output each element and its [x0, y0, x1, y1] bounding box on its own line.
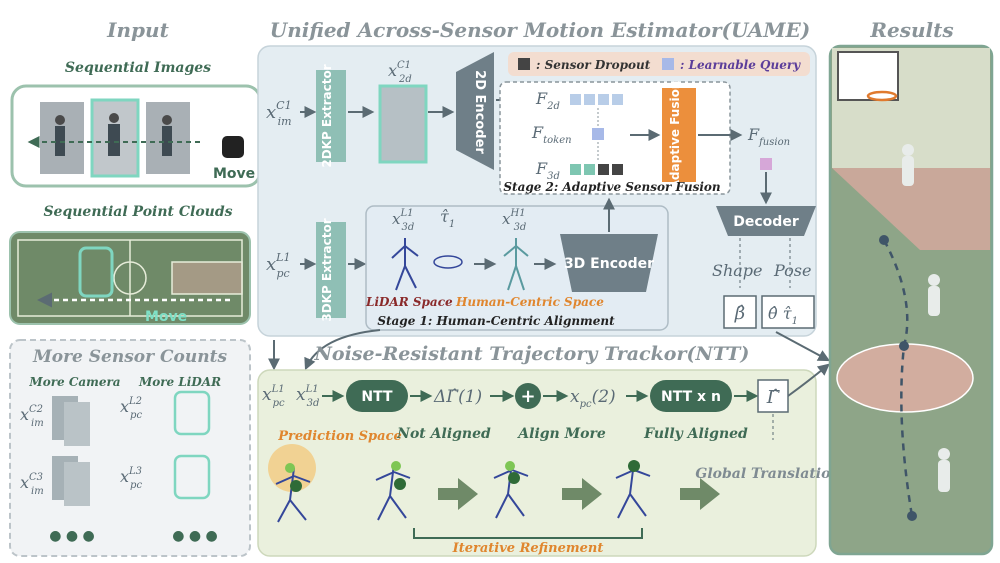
align-more-label: Align More — [516, 426, 606, 442]
refine-arrow-3 — [680, 478, 720, 510]
court-lines — [17, 239, 243, 317]
image-frames — [40, 98, 190, 178]
ntt-n-block — [650, 380, 732, 412]
iterative-bracket — [413, 528, 643, 539]
f-2d-symbol: F2d — [535, 89, 560, 112]
more-lidar-label: More LiDAR — [138, 375, 221, 389]
prediction-point-2 — [391, 461, 401, 471]
person-highlight-box — [78, 246, 114, 298]
extra-camera-images — [52, 396, 90, 506]
beta-output-box — [723, 295, 757, 329]
global-translation-label: Global Translation — [695, 466, 840, 482]
lidar-space-label: LiDAR Space — [365, 295, 453, 309]
f-token-symbol: Ftoken — [531, 123, 572, 146]
ntt-block — [346, 380, 408, 412]
f-fusion-symbol: Ffusion — [747, 125, 790, 148]
human-centric-space-label: Human-Centric Space — [455, 295, 604, 309]
3dkp-extractor-label: 3DKP Extractor — [320, 218, 334, 321]
adaptive-fusion-block — [662, 88, 696, 182]
iterative-refinement-label: Iterative Refinement — [452, 541, 604, 556]
court-key-area — [832, 168, 990, 250]
arrow-gamma-to-results — [787, 363, 830, 397]
prediction-point-3 — [505, 461, 515, 471]
basketball-hoop — [866, 90, 898, 102]
not-aligned-label: Not Aligned — [396, 426, 491, 442]
sequential-images-label: Sequential Images — [65, 60, 211, 76]
target-point-1 — [290, 480, 302, 492]
input-header: Input — [106, 18, 169, 42]
stage1-label: Stage 1: Human-Centric Alignment — [377, 314, 615, 328]
sensor-dropout-icon — [518, 58, 530, 70]
2d-encoder-block — [456, 52, 494, 170]
more-sensors-panel — [9, 339, 251, 557]
2dkp-extractor-block — [316, 70, 346, 162]
tau-1-symbol: τ̂1 — [440, 207, 455, 230]
feature-token-cubes — [570, 94, 623, 175]
move-label-points: Move — [145, 309, 187, 325]
decoder-label: Decoder — [733, 214, 799, 230]
arrow-stage1-to-ntt — [304, 329, 381, 371]
fusion-token-cube — [760, 158, 772, 170]
learnable-query-icon — [662, 58, 674, 70]
legend-dropout-text: : Sensor Dropout — [536, 58, 651, 72]
camera-icon — [222, 136, 244, 158]
2d-keypoint-image — [378, 84, 428, 164]
3d-encoder-block — [560, 234, 658, 292]
aligned-point — [628, 460, 640, 472]
x-pc-2-symbol: xpc(2) — [570, 387, 616, 410]
extra-lidar-clouds — [173, 390, 211, 500]
prediction-space-label: Prediction Space — [277, 429, 402, 444]
target-point-2 — [394, 478, 406, 490]
ntt-header: Noise-Resistant Trajectory Trackor(NTT) — [314, 343, 750, 365]
stage2-label: Stage 2: Adaptive Sensor Fusion — [503, 180, 720, 194]
center-circle — [836, 343, 974, 413]
refine-arrow-1 — [438, 478, 478, 510]
pose-label: Pose — [773, 261, 811, 280]
legend-box — [508, 52, 810, 76]
refine-arrow-2 — [562, 478, 602, 510]
trajectory-mid — [899, 341, 909, 351]
gamma-output-symbol: Γ̂ — [766, 387, 781, 408]
f-3d-symbol: F3d — [535, 159, 560, 182]
fully-aligned-label: Fully Aligned — [643, 426, 748, 442]
plus-node — [515, 383, 541, 409]
more-lidar-ellipsis: ● ● ● — [172, 528, 218, 544]
ntt-n-block-label: NTT x n — [661, 389, 721, 405]
3dkp-extractor-block — [316, 222, 346, 318]
results-header: Results — [869, 18, 953, 42]
uame-header: Unified Across-Sensor Motion Estimator(U… — [270, 18, 810, 42]
arrow-pose-to-results — [775, 331, 831, 362]
legend-query-text: : Learnable Query — [680, 58, 801, 72]
image-frame-2 — [90, 98, 140, 178]
ntt-block-label: NTT — [361, 389, 393, 405]
target-point-3 — [508, 472, 520, 484]
pose-output-symbol: θ̂ τ̂1 — [768, 304, 798, 327]
3d-encoder-label: 3D Encoder — [564, 256, 654, 272]
2d-encoder-label: 2D Encoder — [472, 70, 487, 154]
ntt-panel — [257, 369, 817, 557]
adaptive-fusion-label: Adaptive Fusion — [668, 81, 682, 190]
lidar-skeleton — [391, 238, 419, 291]
delta-gamma-symbol: ΔΓ̂(1) — [433, 387, 482, 407]
beta-output-symbol: β̂ — [734, 303, 745, 324]
human-mesh-figures — [902, 144, 950, 492]
move-label-images: Move — [213, 166, 255, 182]
more-camera-ellipsis: ● ● ● — [49, 528, 95, 544]
pose-output-box — [761, 295, 815, 329]
prediction-point-1 — [285, 463, 295, 473]
trajectory-start — [879, 235, 889, 245]
decoder-block — [716, 206, 816, 236]
more-sensors-label: More Sensor Counts — [32, 347, 228, 367]
shape-label: Shape — [712, 261, 763, 280]
rotation-indicator — [433, 255, 463, 269]
2dkp-extractor-label: 2DKP Extractor — [320, 64, 334, 167]
trajectory-end — [907, 511, 917, 521]
more-camera-label: More Camera — [28, 375, 120, 389]
sequential-point-clouds-label: Sequential Point Clouds — [43, 204, 232, 220]
plus-sign: + — [520, 386, 535, 407]
human-centric-skeleton — [503, 238, 529, 291]
trajectory-path — [882, 239, 914, 517]
